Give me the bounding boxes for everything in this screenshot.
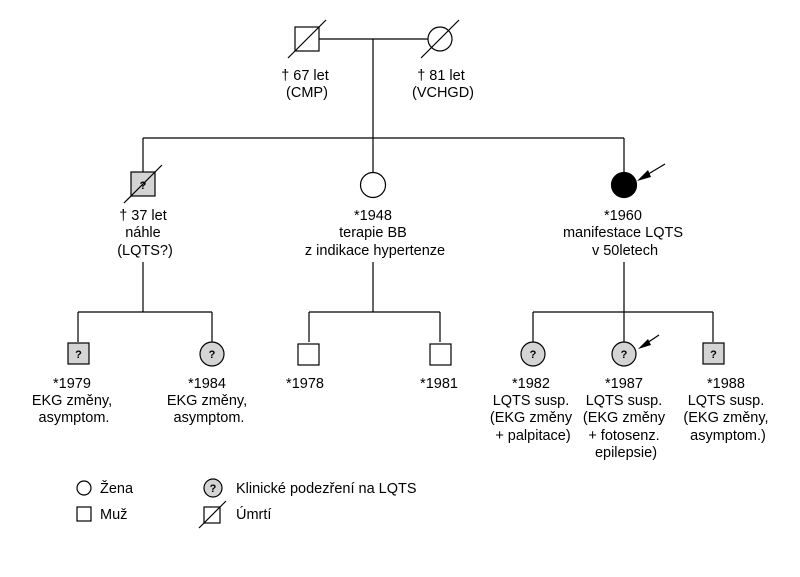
grandfather-label: † 67 let (CMP) bbox=[281, 68, 333, 101]
legend-male-icon bbox=[76, 506, 92, 522]
grandmother-symbol bbox=[420, 19, 460, 59]
legend-female-icon bbox=[76, 480, 92, 496]
legend-suspect-label: Klinické podezření na LQTS bbox=[236, 481, 417, 497]
proband-arrow-icon bbox=[637, 163, 666, 181]
legend-deceased-icon bbox=[198, 500, 227, 529]
child-1988-label: *1988 LQTS susp. (EKG změny, asymptom.) bbox=[683, 376, 772, 444]
svg-text:?: ? bbox=[621, 349, 628, 361]
legend-deceased-label: Úmrtí bbox=[236, 506, 271, 523]
grandfather-symbol bbox=[287, 19, 327, 59]
cousin-1984-label: *1984 EKG změny, asymptom. bbox=[167, 376, 251, 426]
legend-female-label: Žena bbox=[100, 480, 134, 497]
proband-label: *1960 manifestace LQTS v 50letech bbox=[563, 208, 687, 259]
sibling-1981-label: *1981 bbox=[420, 376, 458, 392]
sibling-1978-label: *1978 bbox=[286, 376, 324, 392]
svg-text:?: ? bbox=[710, 349, 717, 361]
sibling-1978-male-symbol bbox=[297, 343, 320, 366]
svg-text:?: ? bbox=[75, 349, 82, 361]
cousin-1979-label: *1979 EKG změny, asymptom. bbox=[32, 376, 116, 426]
sibling-1981-male-symbol bbox=[429, 343, 452, 366]
cousin-1979-suspect-male-symbol: ? bbox=[67, 342, 90, 365]
index-arrow-icon bbox=[638, 334, 660, 349]
grandmother-label: † 81 let (VCHGD) bbox=[412, 68, 474, 101]
child-1982-label: *1982 LQTS susp. (EKG změny + palpitace) bbox=[490, 376, 576, 444]
svg-text:?: ? bbox=[140, 180, 147, 192]
mother-label: *1948 terapie BB z indikace hypertenze bbox=[305, 208, 445, 259]
legend-suspect-icon: ? bbox=[203, 478, 223, 498]
svg-text:?: ? bbox=[209, 349, 216, 361]
mother-female-symbol bbox=[359, 171, 387, 199]
legend-male-label: Muž bbox=[100, 507, 127, 523]
child-1987-suspect-female-symbol: ? bbox=[611, 341, 637, 367]
child-1988-suspect-male-symbol: ? bbox=[702, 342, 725, 365]
proband-affected-female-symbol bbox=[610, 171, 638, 199]
cousin-1984-suspect-female-symbol: ? bbox=[199, 341, 225, 367]
legend: Žena Muž ? Klinické podezření na LQTS Úm… bbox=[76, 478, 417, 529]
uncle-deceased-suspect-symbol: ? bbox=[123, 164, 163, 204]
svg-text:?: ? bbox=[530, 349, 537, 361]
svg-text:?: ? bbox=[210, 483, 217, 495]
uncle-label: † 37 let náhle (LQTS?) bbox=[117, 208, 173, 259]
child-1982-suspect-female-symbol: ? bbox=[520, 341, 546, 367]
child-1987-label: *1987 LQTS susp. (EKG změny + fotosenz. … bbox=[583, 376, 669, 461]
